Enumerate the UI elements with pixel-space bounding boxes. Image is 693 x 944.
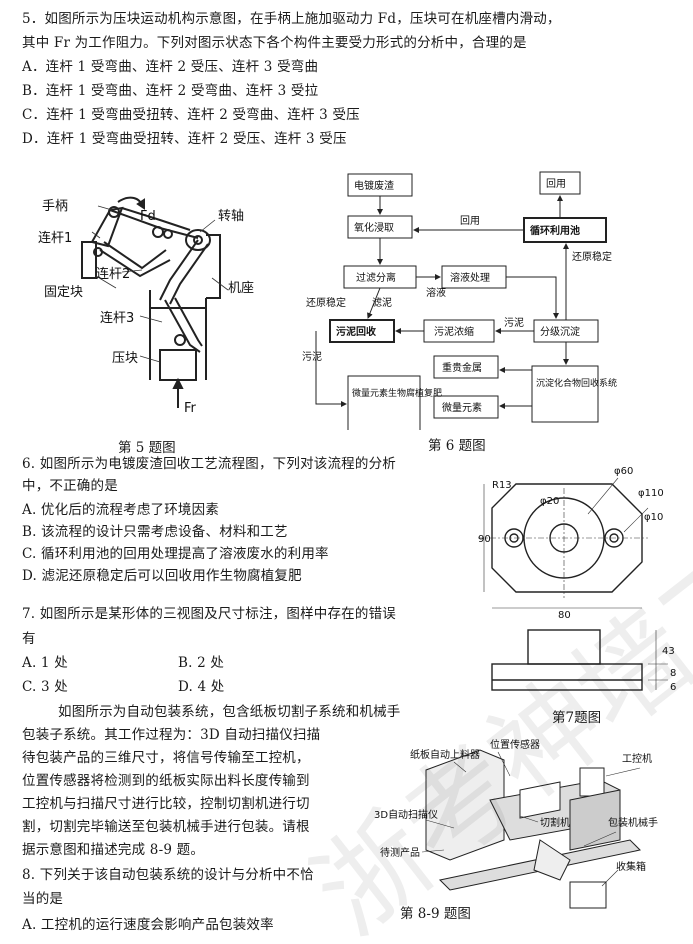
fig89-caption: 第 8-9 题图 [400,906,471,922]
q5-option-c: C．连杆 1 受弯曲受扭转、连杆 2 受弯曲、连杆 3 受压 [22,107,360,123]
fig6-edge-mud1: 污泥 [504,316,524,329]
fig5-label-fd: Fd [140,209,156,224]
fig7-dim-r13: R13 [492,480,512,491]
fig6-box-sludge-recover: 污泥回收 [336,325,376,338]
fig6-caption: 第 6 题图 [428,438,486,454]
fig5-label-link1: 连杆1 [38,230,72,246]
q6-stem-line2: 中，不正确的是 [22,478,118,494]
fig6-edge-solution: 溶液 [426,286,446,299]
q8-stem-line2: 当的是 [22,891,64,907]
intro-line-2: 包装子系统。其工作过程为：3D 自动扫描仪扫描 [22,727,321,743]
fig6-box-filter: 过滤分离 [356,271,396,284]
q8-stem-line1: 8. 下列关于该自动包装系统的设计与分析中不恰 [22,867,314,883]
fig89-label-product: 待测产品 [380,846,420,859]
fig5-caption: 第 5 题图 [118,440,176,456]
figure-6-flowchart: 电镀废渣 氧化浸取 过滤分离 溶液处理 污泥回收 污泥浓缩 分级沉淀 循环利用池… [302,171,617,430]
q6-option-c: C. 循环利用池的回用处理提高了溶液废水的利用率 [22,546,329,562]
q5-stem-line2: 其中 Fr 为工作阻力。下列对图示状态下各个构件主要受力形式的分析中，合理的是 [22,35,527,51]
fig89-label-scanner: 3D自动扫描仪 [374,808,438,821]
fig89-label-sensor: 位置传感器 [490,738,540,751]
fig6-box-pool: 循环利用池 [530,224,580,237]
fig7-dim-w80: 80 [558,610,571,621]
fig7-caption: 第7题图 [552,710,602,726]
intro-line-5: 工控机与扫描尺寸进行比较，控制切割机进行切 [22,796,310,812]
fig6-box-waste: 电镀废渣 [354,179,394,192]
fig6-edge-reduce-right: 还原稳定 [572,250,612,263]
figure-8-9-packaging: 纸板自动上料器 位置传感器 工控机 3D自动扫描仪 切割机 待测产品 包装机械手… [374,738,658,909]
figure-5-mechanism: 手柄 Fd 连杆1 转轴 连杆2 固定块 机座 连杆3 压块 Fr [38,196,254,416]
q8-option-a: A. 工控机的运行速度会影响产品包装效率 [22,917,274,933]
fig89-label-bin: 收集箱 [616,860,646,873]
fig6-box-fertilizer: 微量元素生物腐植复肥 [352,387,442,399]
fig5-label-pivot: 转轴 [218,209,244,224]
fig6-box-oxid: 氧化浸取 [354,221,394,234]
fig7-dim-d10: φ10 [644,512,663,523]
q7-option-d: D. 4 处 [178,679,225,695]
q7-option-a: A. 1 处 [22,655,68,671]
fig5-label-block: 压块 [112,351,138,366]
fig6-edge-filter-mud: 滤泥 [372,296,392,309]
q7-stem-line1: 7. 如图所示是某形体的三视图及尺寸标注，图样中存在的错误 [22,606,396,622]
q7-option-c: C. 3 处 [22,679,69,695]
intro-line-6: 割，切割完毕输送至包装机械手进行包装。请根 [22,819,310,835]
fig5-label-fr: Fr [184,401,197,416]
fig7-dim-h90: 90 [478,534,491,545]
q5-stem-line1: 5．如图所示为压块运动机构示意图，在手柄上施加驱动力 Fd，压块可在机座槽内滑动… [22,11,561,27]
q5-option-d: D．连杆 1 受弯曲受扭转、连杆 2 受压、连杆 3 受压 [22,131,347,147]
fig7-dim-d110: φ110 [638,488,664,499]
fig89-label-feeder: 纸板自动上料器 [410,748,480,761]
fig6-edge-mud2: 污泥 [302,350,322,363]
fig6-edge-reduce-left: 还原稳定 [306,296,346,309]
q6-option-b: B. 该流程的设计只需考虑设备、材料和工艺 [22,524,288,540]
fig7-dim-h43: 43 [662,646,675,657]
intro-line-4: 位置传感器将检测到的纸板实际出料长度传输到 [22,773,310,789]
q6-option-a: A. 优化后的流程考虑了环境因素 [22,502,220,518]
q7-stem-line2: 有 [22,631,36,647]
intro-line-7: 据示意图和描述完成 8-9 题。 [22,842,205,858]
fig7-dim-h6: 6 [670,682,676,693]
fig6-box-trace: 微量元素 [442,401,482,414]
fig89-label-ipc: 工控机 [622,752,652,765]
q6-stem-line1: 6. 如图所示为电镀废渣回收工艺流程图，下列对该流程的分析 [22,456,396,472]
q5-option-b: B．连杆 1 受弯曲、连杆 2 受弯曲、连杆 3 受拉 [22,83,319,99]
fig6-box-grade: 分级沉淀 [540,325,580,338]
intro-line-1: 如图所示为自动包装系统，包含纸板切割子系统和机械手 [58,704,401,720]
fig5-label-link2: 连杆2 [96,266,130,282]
fig7-dim-d60: φ60 [614,466,633,477]
fig6-box-recycle: 回用 [546,178,566,190]
fig7-dim-h8: 8 [670,668,676,679]
fig6-box-solution: 溶液处理 [450,271,490,284]
q6-option-d: D. 滤泥还原稳定后可以回收用作生物腐植复肥 [22,568,302,584]
fig6-box-precious: 重贵金属 [442,361,482,374]
fig6-box-precip: 沉淀化合物回收系统 [536,377,617,389]
fig5-label-link3: 连杆3 [100,310,134,326]
fig6-edge-reuse: 回用 [460,215,480,227]
fig7-dim-d20: φ20 [540,496,559,507]
q5-option-a: A．连杆 1 受弯曲、连杆 2 受压、连杆 3 受弯曲 [22,59,319,75]
figure-7-drawing: R13 φ20 φ60 φ110 φ10 90 80 43 8 6 [478,466,676,693]
fig89-label-robot: 包装机械手 [608,816,658,829]
fig5-label-fixed: 固定块 [44,285,83,300]
q7-option-b: B. 2 处 [178,655,225,671]
fig89-label-cutter: 切割机 [540,816,570,829]
fig5-label-handle: 手柄 [42,199,68,214]
fig6-box-sludge-conc: 污泥浓缩 [434,325,474,338]
fig5-label-base: 机座 [228,281,254,296]
intro-line-3: 待包装产品的三维尺寸，将信号传输至工控机， [22,750,310,766]
